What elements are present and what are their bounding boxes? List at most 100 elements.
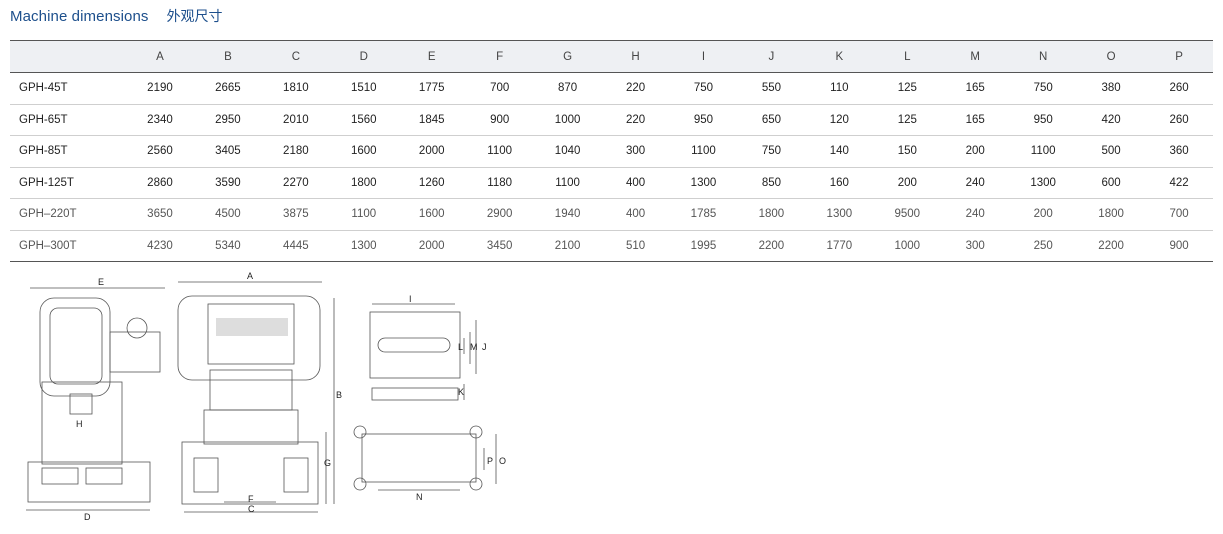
value-cell: 1000 [533,103,602,136]
value-cell: 400 [601,198,670,230]
value-cell: 240 [941,198,1010,230]
value-cell: 1800 [329,166,398,199]
value-cell: 550 [737,72,806,104]
value-cell: 1300 [329,229,398,262]
side-view-vent-left [41,467,79,485]
value-cell: 4445 [261,229,330,262]
model-cell: GPH-65T [10,103,126,136]
side-view-motor [126,317,148,339]
value-cell: 110 [805,72,874,104]
value-cell: 2860 [126,166,194,199]
model-cell: GPH–300T [10,229,126,262]
column-header: J [737,40,806,73]
value-cell: 500 [1077,135,1146,167]
value-cell: 2010 [261,103,330,136]
model-cell: GPH-85T [10,135,126,167]
value-cell: 1560 [329,103,398,136]
value-cell: 950 [669,103,738,136]
side-view-slide [69,393,93,415]
column-header: M [941,40,1010,73]
value-cell: 1800 [737,198,806,230]
value-cell: 200 [873,166,942,199]
value-cell: 1100 [669,135,738,167]
value-cell: 165 [941,72,1010,104]
dimension-label-a: A [247,271,253,281]
value-cell: 2200 [1077,229,1146,262]
model-cell: GPH–220T [10,198,126,230]
value-cell: 3450 [465,229,534,262]
column-header: O [1077,40,1146,73]
bolster-plan-view: N P O [353,425,506,502]
value-cell: 420 [1077,103,1146,136]
dimension-label-k: K [458,387,464,397]
value-cell: 2000 [397,135,466,167]
value-cell: 950 [1009,103,1078,136]
column-header: L [873,40,942,73]
value-cell: 1800 [1077,198,1146,230]
value-cell: 870 [533,72,602,104]
value-cell: 240 [941,166,1010,199]
value-cell: 700 [1145,198,1213,230]
dimension-label-e: E [98,277,104,287]
dimension-label-p: P [487,456,493,466]
value-cell: 2000 [397,229,466,262]
page-title: Machine dimensions [10,8,149,25]
front-view: A B G F C [177,271,342,514]
value-cell: 3875 [261,198,330,230]
front-view-foot-left [193,457,219,493]
column-header: H [601,40,670,73]
value-cell: 750 [1009,72,1078,104]
front-view-crown [177,295,321,381]
value-cell: 900 [465,103,534,136]
dimension-label-b: B [336,390,342,400]
value-cell: 1600 [397,198,466,230]
value-cell: 2180 [261,135,330,167]
machine-drawing: E D H A B G F C [0,262,560,524]
page-title-chinese: 外观尺寸 [166,9,223,25]
front-view-base [181,441,319,505]
bolster-plate [361,433,477,483]
dimension-label-h: H [76,419,83,429]
value-cell: 165 [941,103,1010,136]
value-cell: 510 [601,229,670,262]
dimension-label-m: M [470,342,478,352]
value-cell: 1300 [669,166,738,199]
column-header: E [397,40,466,73]
side-view-body [41,381,123,465]
model-cell: GPH-45T [10,72,126,104]
value-cell: 3590 [193,166,262,199]
model-column-header [10,40,126,73]
dimension-label-d: D [84,512,91,522]
bolster-hole-top-left [353,425,367,439]
value-cell: 2340 [126,103,194,136]
value-cell: 260 [1145,72,1213,104]
value-cell: 125 [873,72,942,104]
value-cell: 380 [1077,72,1146,104]
value-cell: 1100 [1009,135,1078,167]
value-cell: 220 [601,103,670,136]
column-header: I [669,40,738,73]
bolster-hole-bottom-left [353,477,367,491]
value-cell: 650 [737,103,806,136]
model-cell: GPH-125T [10,166,126,199]
side-view: E D H [26,277,165,522]
dimension-label-j: J [482,342,487,352]
table-header-row: A B C D E F G H I J K L M N O P [10,40,1213,73]
front-view-slide [209,369,293,411]
value-cell: 1260 [397,166,466,199]
value-cell: 2950 [193,103,262,136]
value-cell: 1180 [465,166,534,199]
value-cell: 1000 [873,229,942,262]
value-cell: 850 [737,166,806,199]
value-cell: 1300 [805,198,874,230]
front-view-foot-right [283,457,309,493]
bolster-hole-top-right [469,425,483,439]
value-cell: 1770 [805,229,874,262]
